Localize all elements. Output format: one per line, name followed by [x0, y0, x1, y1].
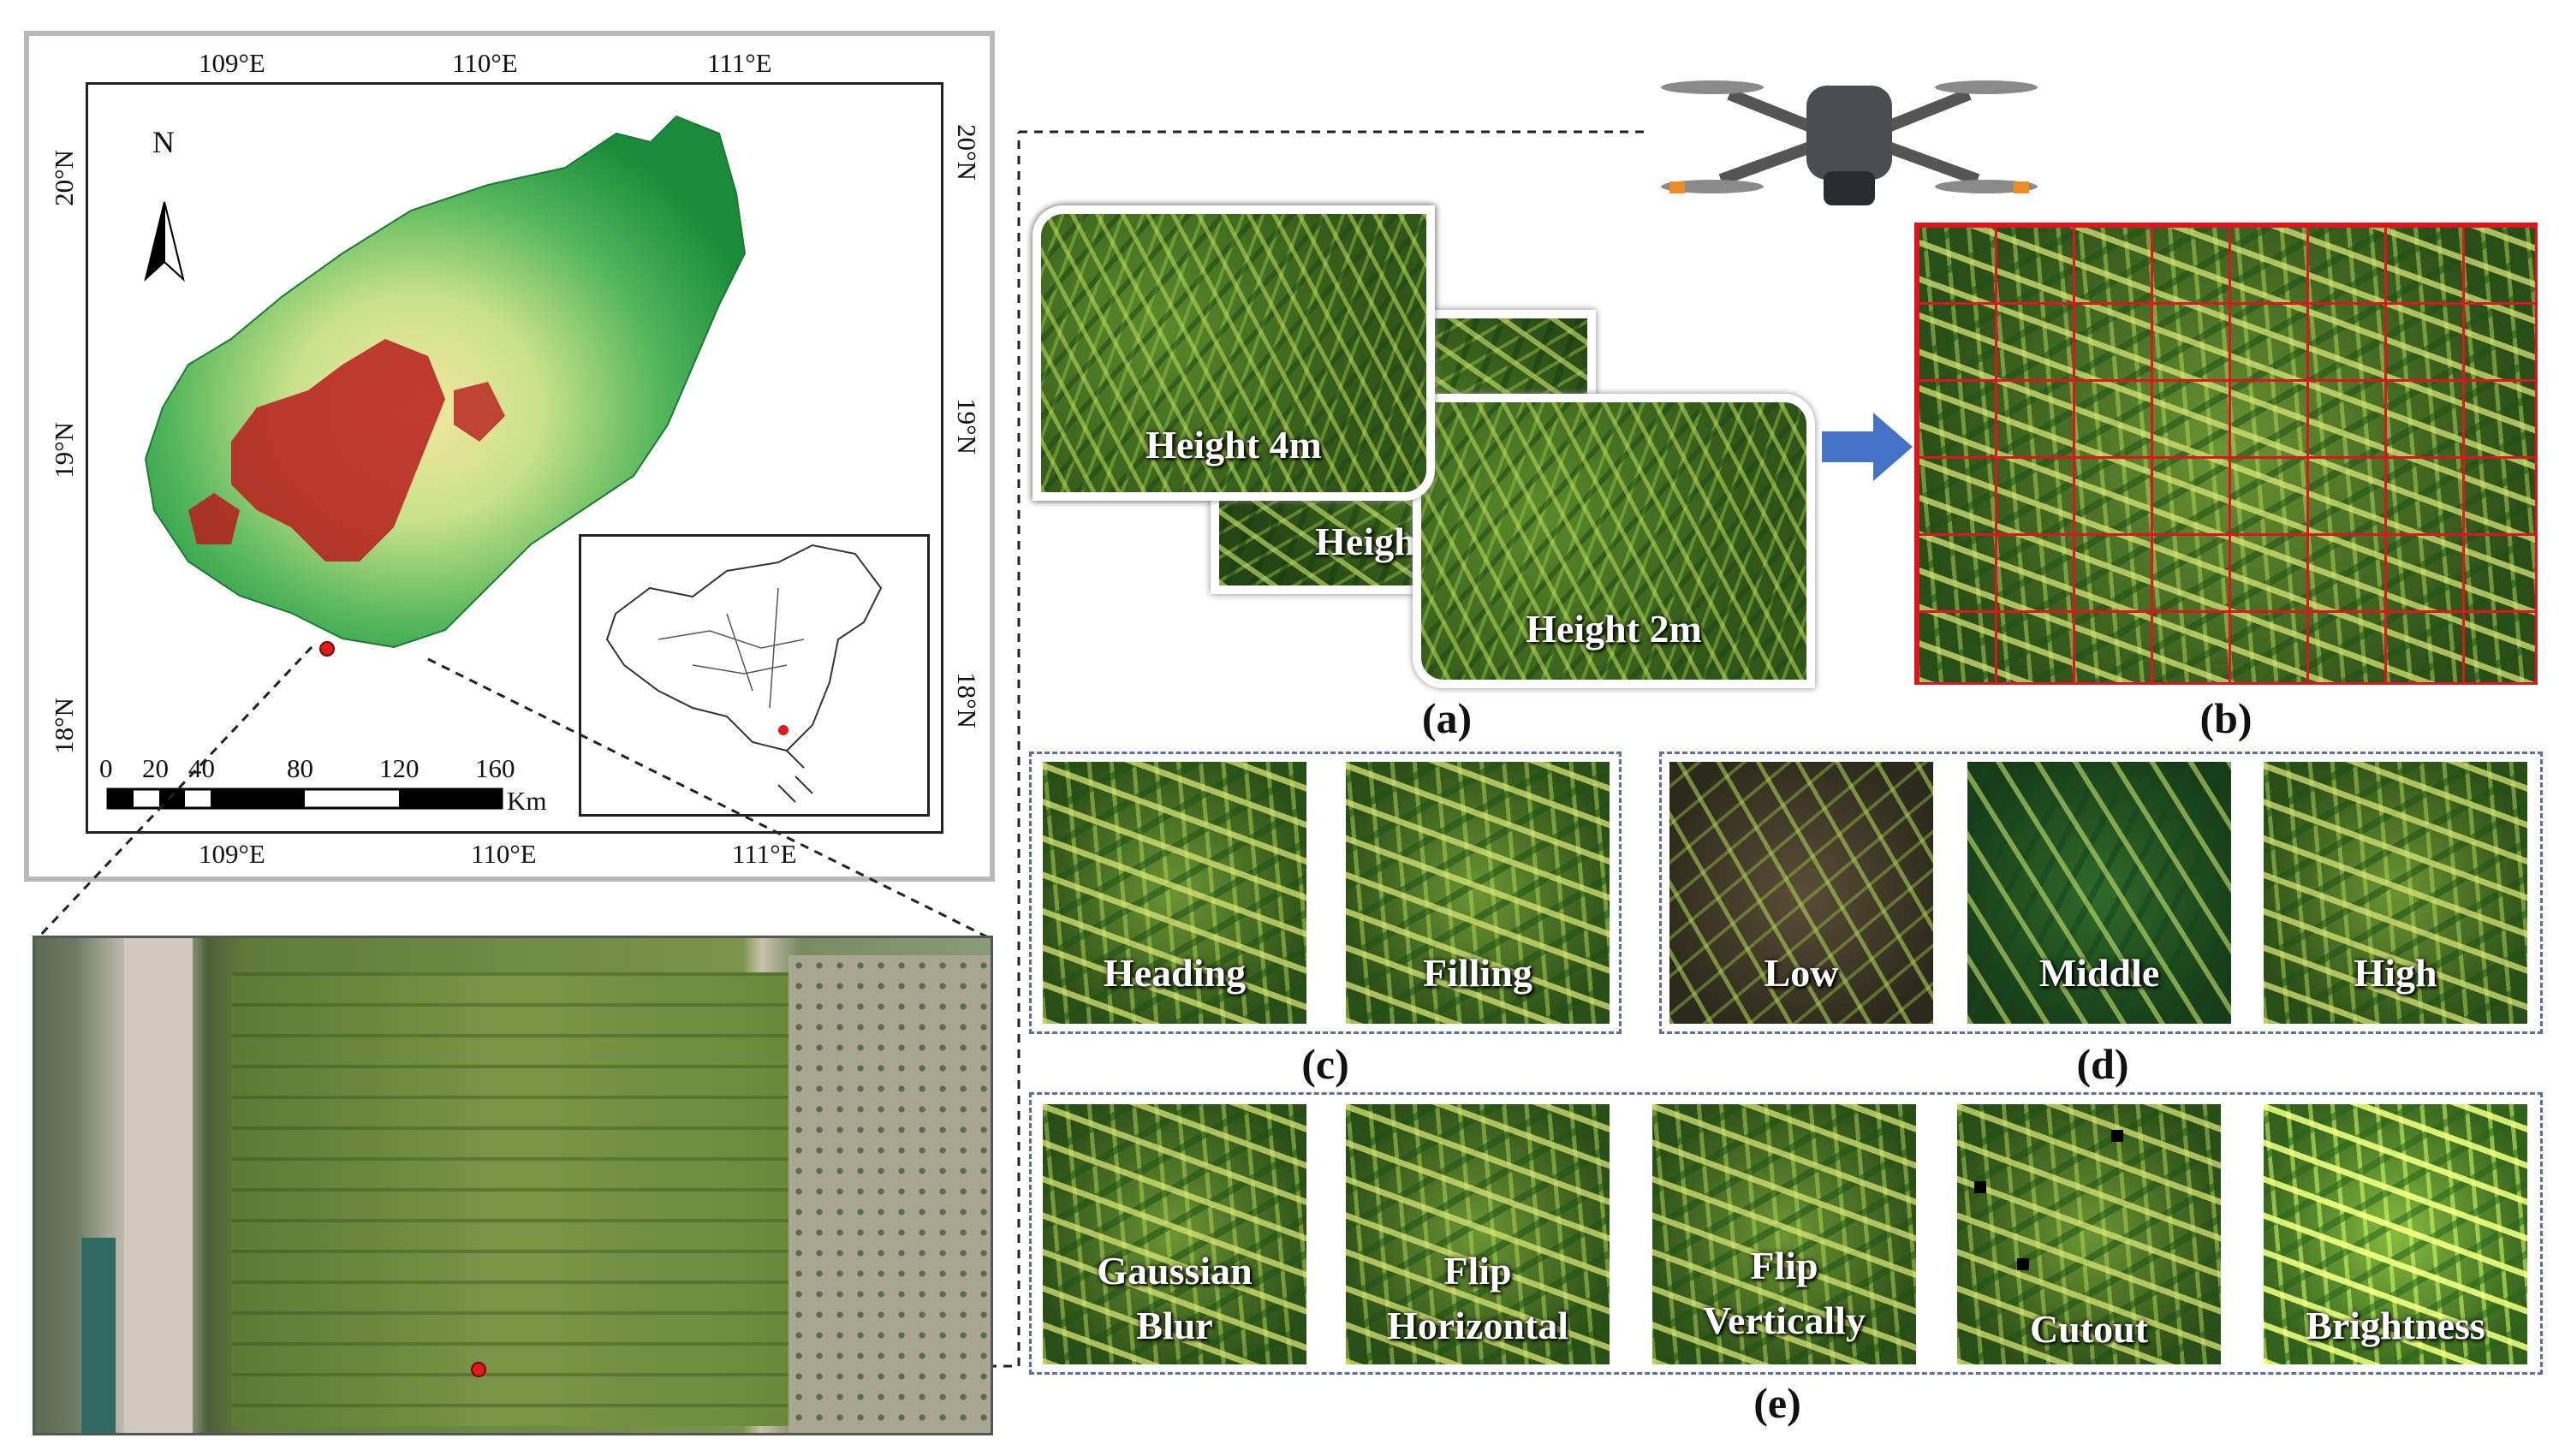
top-lon-label: 110°E	[452, 48, 518, 78]
scale-label: 40	[188, 753, 215, 783]
top-lon-label: 109°E	[199, 48, 265, 78]
photo-label: High	[2354, 951, 2437, 995]
drone-icon	[1661, 80, 2038, 205]
scale-label: 120	[379, 753, 420, 783]
photo-label: Middle	[2038, 951, 2160, 995]
mountain-region	[231, 339, 445, 562]
bottom-lon-label: 111°E	[732, 839, 797, 869]
rice-field-area	[232, 972, 789, 1426]
orchard-area	[789, 955, 991, 1433]
caption-a: (a)	[1421, 694, 1473, 742]
sample-site-marker	[471, 1362, 486, 1377]
scale-unit: Km	[507, 786, 547, 816]
aerial-field-photo	[33, 936, 993, 1435]
gridded-photo	[1914, 223, 2538, 685]
photo-label: Low	[1764, 951, 1839, 995]
caption-b: (b)	[2199, 694, 2253, 742]
china-inset-map	[579, 534, 930, 817]
caption-e: (e)	[1753, 1379, 1801, 1427]
photo-cutout: Cutout	[1957, 1104, 2221, 1364]
photo-label-line1: Flip	[1443, 1249, 1512, 1293]
photo-middle: Middle	[1967, 762, 2231, 1024]
top-lon-label: 111°E	[707, 48, 772, 78]
photo-flip-vertically: Flip Vertically	[1652, 1104, 1916, 1364]
mountain-region	[188, 493, 240, 544]
photo-label-line2: Brightness	[2306, 1304, 2485, 1347]
photo-height-4m-front: Height 4m	[1033, 205, 1435, 501]
caption-d: (d)	[2076, 1040, 2129, 1088]
scale-label: 80	[287, 753, 313, 783]
panel-d-box	[1659, 752, 2543, 1034]
photo-label-line1: Gaussian	[1097, 1249, 1253, 1293]
scale-label: 20	[142, 753, 169, 783]
photo-label-line2: Horizontal	[1386, 1304, 1569, 1347]
red-grid-overlay	[1917, 225, 2535, 682]
photo-filling: Filling	[1346, 762, 1610, 1024]
north-label: N	[152, 125, 175, 159]
hainan-elevation-map	[106, 115, 747, 810]
photo-label-line2: Cutout	[2029, 1307, 2149, 1351]
mountain-region	[454, 382, 505, 442]
panel-e-box	[1029, 1092, 2543, 1375]
photo-label-line2: Blur	[1136, 1304, 1213, 1347]
bottom-lon-label: 110°E	[471, 839, 537, 869]
photo-heading: Heading	[1043, 762, 1306, 1024]
right-arrow-icon	[1822, 413, 1913, 481]
pond	[81, 1238, 116, 1433]
photo-flip-horizontal: Flip Horizontal	[1346, 1104, 1610, 1364]
photo-label: Filling	[1423, 951, 1532, 995]
photo-label-line2: Vertically	[1703, 1299, 1866, 1342]
bottom-lon-label: 109°E	[199, 839, 265, 869]
photo-label: Height 2m	[1526, 607, 1702, 651]
photo-gaussian-blur: Gaussian Blur	[1043, 1104, 1306, 1364]
road	[124, 938, 193, 1433]
photo-brightness: Brightness	[2264, 1104, 2527, 1364]
photo-label: Height 4m	[1146, 423, 1322, 467]
china-outline	[605, 544, 883, 803]
photo-height-2m: Height 2m	[1413, 394, 1815, 688]
panel-c-box	[1029, 752, 1622, 1034]
scale-label: 0	[99, 753, 113, 783]
photo-low: Low	[1669, 762, 1933, 1024]
caption-c: (c)	[1301, 1040, 1349, 1088]
study-site-marker	[319, 641, 335, 657]
photo-label-line1: Flip	[1750, 1244, 1818, 1287]
photo-label: Heading	[1103, 951, 1247, 995]
scale-label: 160	[475, 753, 515, 783]
photo-high: High	[2264, 762, 2527, 1024]
